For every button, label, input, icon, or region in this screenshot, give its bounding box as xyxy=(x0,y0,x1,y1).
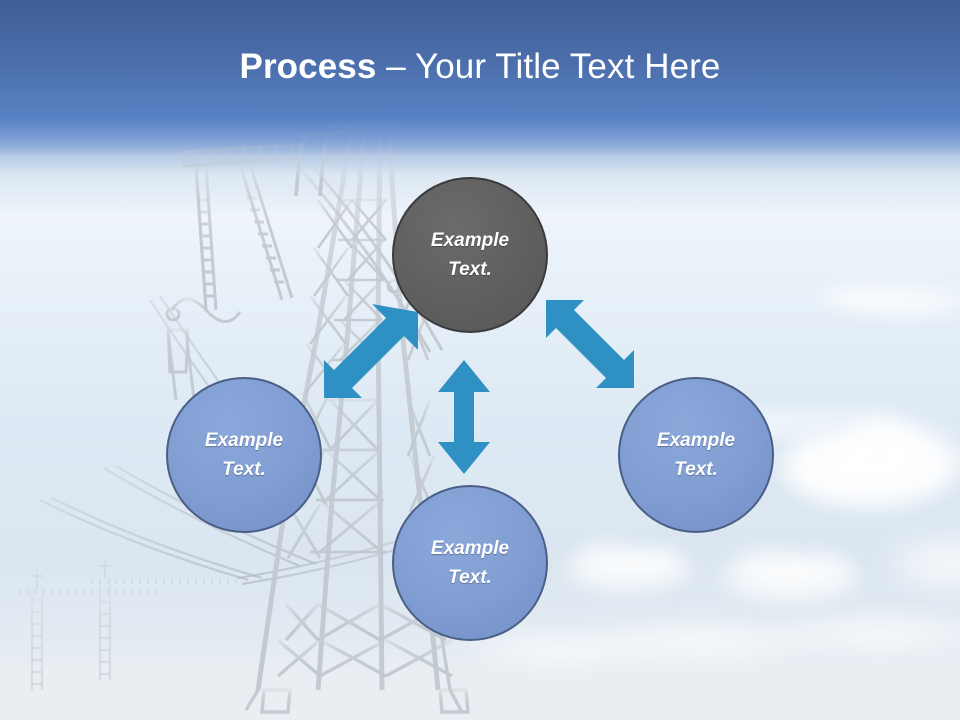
process-node-top[interactable]: Example Text. xyxy=(392,177,548,333)
process-node-left[interactable]: Example Text. xyxy=(166,377,322,533)
title-strong-part: Process xyxy=(239,47,377,86)
node-bottom-line2: Text. xyxy=(448,567,492,588)
node-left-line1: Example xyxy=(204,429,284,451)
node-left-line2: Text. xyxy=(222,459,266,480)
node-right-line2: Text. xyxy=(674,459,718,480)
process-node-right[interactable]: Example Text. xyxy=(618,377,774,533)
node-top-line1: Example xyxy=(430,229,510,251)
page-title: Process – Your Title Text Here xyxy=(0,47,960,87)
title-separator: – xyxy=(376,47,415,86)
title-light-part: Your Title Text Here xyxy=(415,47,721,86)
node-top-line2: Text. xyxy=(448,259,492,280)
process-node-bottom[interactable]: Example Text. xyxy=(392,485,548,641)
header-band xyxy=(0,0,960,180)
node-right-line1: Example xyxy=(656,429,736,451)
node-bottom-line1: Example xyxy=(430,537,510,559)
